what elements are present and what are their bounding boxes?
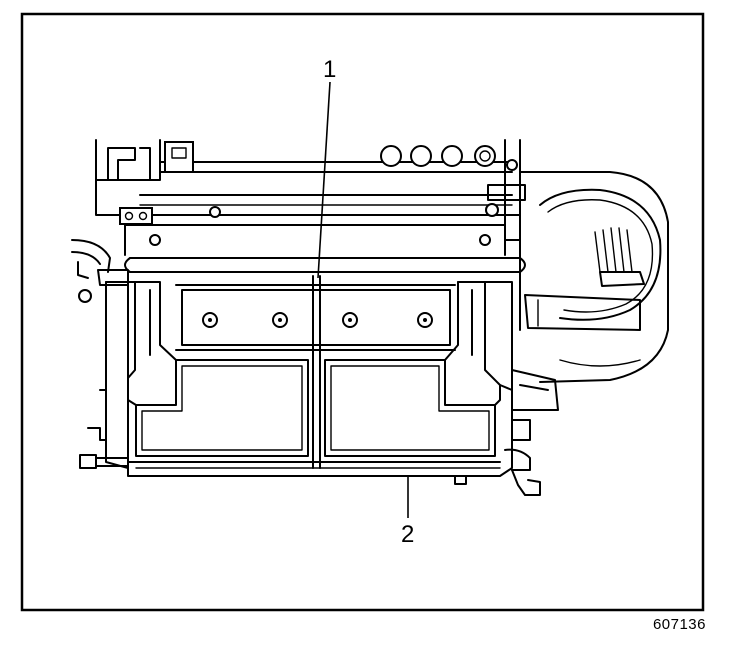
callout-1-leader — [317, 81, 331, 279]
callout-2-label: 2 — [401, 521, 414, 548]
left-hose-bracket — [71, 239, 129, 303]
callout-1-label: 1 — [323, 56, 336, 83]
lower-case-body — [79, 257, 559, 496]
diagram-frame — [20, 12, 705, 612]
figure-id: 607136 — [652, 616, 706, 633]
upper-heater-case — [95, 139, 526, 256]
callout-1: 1 — [317, 56, 336, 279]
callout-2: 2 — [401, 476, 414, 548]
blower-motor-housing — [519, 171, 669, 383]
